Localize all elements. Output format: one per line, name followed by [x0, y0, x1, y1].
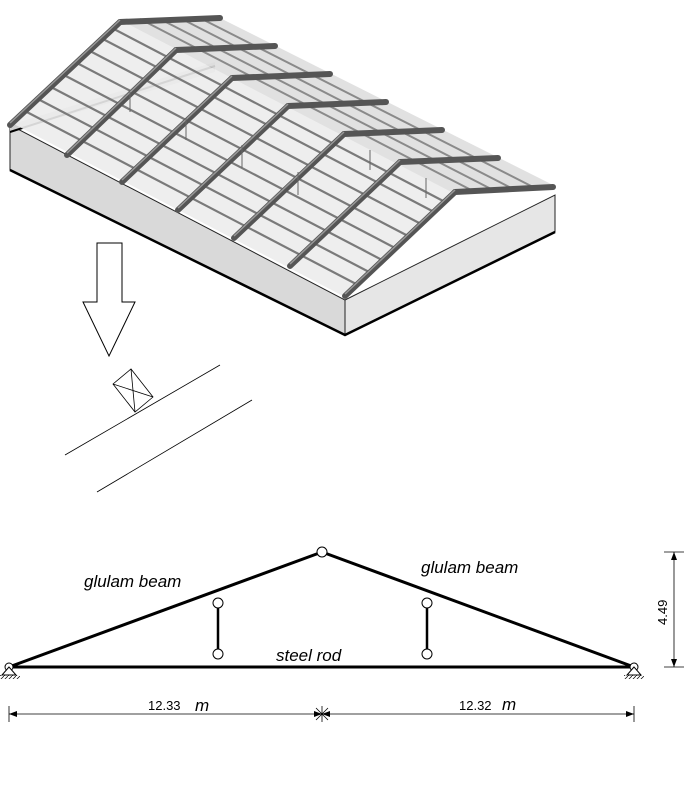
dim-left-span-value: 12.33 [148, 698, 181, 713]
label-glulam-left: glulam beam [84, 572, 181, 591]
detail-sketch [64, 364, 253, 493]
down-arrow-icon [82, 242, 136, 358]
dim-right-span-unit: m [502, 695, 516, 714]
rafters [7, 15, 556, 299]
top-chord-left [8, 550, 323, 669]
top-chord-right [321, 550, 635, 669]
dim-height-value: 4.49 [655, 600, 670, 625]
dimension-arrows [9, 552, 677, 717]
hangers [129, 92, 427, 198]
hinges [212, 546, 433, 660]
floor-outline [9, 168, 556, 337]
support-right-icon [624, 662, 644, 679]
label-steel-rod: steel rod [276, 646, 342, 665]
support-left-icon [0, 662, 20, 679]
dim-left-span-unit: m [195, 696, 209, 715]
rafter-highlights [9, 19, 456, 295]
label-glulam-right: glulam beam [421, 558, 518, 577]
truss-elevation: glulam beam glulam beam steel rod [0, 546, 644, 679]
dim-right-span-value: 12.32 [459, 698, 492, 713]
roof-3d-model [7, 15, 556, 337]
